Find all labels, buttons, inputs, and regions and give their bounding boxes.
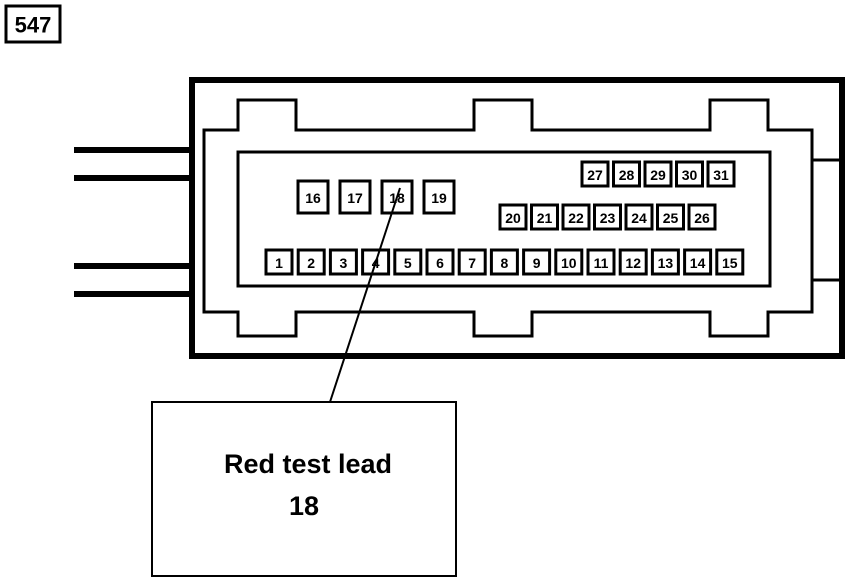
pin-label: 11 [594,255,609,271]
callout-leader-line [329,187,401,403]
pin-label: 30 [682,167,698,183]
pin-7: 7 [457,248,487,276]
pin-2: 2 [296,248,326,276]
pin-5: 5 [393,248,423,276]
pin-3: 3 [328,248,358,276]
pin-label: 6 [436,255,444,271]
pin-label: 17 [347,190,363,206]
pin-label: 14 [690,255,706,271]
pin-22: 22 [561,203,591,231]
pin-label: 29 [650,167,666,183]
pin-label: 28 [619,167,635,183]
pin-20: 20 [498,203,528,231]
pin-label: 2 [307,255,315,271]
pin-label: 9 [533,255,541,271]
pin-13: 13 [650,248,680,276]
pin-label: 21 [537,210,553,226]
pin-19: 19 [422,179,456,215]
pin-label: 22 [568,210,584,226]
pin-17: 17 [338,179,372,215]
callout-box: Red test lead 18 [151,401,457,577]
pin-label: 1 [275,255,283,271]
pin-8: 8 [489,248,519,276]
connector-side-latch [810,158,844,282]
pin-label: 10 [561,255,577,271]
pin-label: 15 [722,255,738,271]
pin-6: 6 [425,248,455,276]
pin-15: 15 [715,248,745,276]
pin-29: 29 [643,160,673,188]
pin-label: 13 [658,255,674,271]
pin-label: 19 [431,190,447,206]
pin-24: 24 [624,203,654,231]
pin-label: 31 [713,167,729,183]
pin-21: 21 [530,203,559,231]
pin-12: 12 [618,248,648,276]
figure-number: 547 [15,13,52,38]
pin-26: 26 [687,203,717,231]
pin-30: 30 [675,160,704,188]
pin-label: 12 [625,255,641,271]
pin-16: 16 [296,179,330,215]
pin-label: 7 [468,255,476,271]
pin-label: 5 [404,255,412,271]
pin-label: 27 [587,167,603,183]
pin-label: 25 [663,210,679,226]
pin-1: 1 [264,248,294,276]
connector-inner-shell [202,98,814,338]
pin-27: 27 [580,160,610,188]
pin-label: 20 [505,210,521,226]
pin-14: 14 [683,248,713,276]
wire-harness [74,147,192,297]
pin-label: 24 [631,210,647,226]
pin-25: 25 [656,203,685,231]
pin-label: 3 [340,255,348,271]
pin-28: 28 [612,160,641,188]
pin-grid: 2728293031161718192021222324252612345678… [264,160,745,276]
pin-9: 9 [522,248,552,276]
pin-label: 23 [600,210,616,226]
figure-number-box: 547 [4,4,62,44]
pin-31: 31 [706,160,736,188]
callout-label: Red test lead [224,449,392,479]
pin-label: 16 [305,190,321,206]
pin-18: 18 [380,179,414,215]
pin-11: 11 [586,248,616,276]
pin-10: 10 [554,248,584,276]
pin-23: 23 [593,203,622,231]
pin-label: 26 [694,210,710,226]
pin-label: 8 [501,255,509,271]
callout-pin-number: 18 [289,491,319,521]
